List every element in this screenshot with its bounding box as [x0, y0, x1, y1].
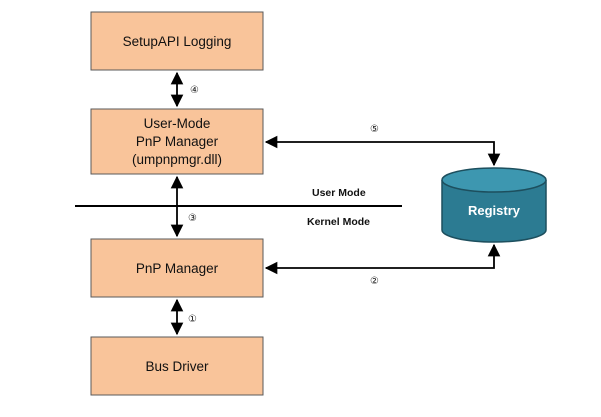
user-mode-pnp-manager-box: User-Mode PnP Manager (umpnpmgr.dll) — [90, 108, 264, 175]
bus-driver-label: Bus Driver — [145, 359, 209, 374]
arrow-usermode-registry — [264, 135, 501, 167]
setupapi-logging-box: SetupAPI Logging — [90, 11, 264, 71]
step-4-label: ④ — [190, 85, 199, 96]
step-3-label: ③ — [188, 213, 197, 224]
step-1-label: ① — [188, 314, 197, 325]
registry-database: Registry — [441, 167, 547, 243]
user-mode-pnp-line-3: (umpnpmgr.dll) — [132, 152, 222, 167]
step-2-label: ② — [370, 276, 379, 287]
user-mode-pnp-line-1: User-Mode — [144, 116, 211, 131]
arrow-pnp-registry — [264, 243, 501, 275]
pnp-manager-label: PnP Manager — [136, 261, 219, 276]
registry-label: Registry — [468, 203, 521, 218]
pnp-manager-box: PnP Manager — [90, 238, 264, 298]
user-mode-pnp-line-2: PnP Manager — [136, 134, 219, 149]
bus-driver-box: Bus Driver — [90, 336, 264, 396]
user-mode-label: User Mode — [312, 187, 366, 199]
setupapi-logging-label: SetupAPI Logging — [123, 34, 232, 49]
kernel-mode-label: Kernel Mode — [307, 216, 370, 228]
step-5-label: ⑤ — [370, 124, 379, 135]
